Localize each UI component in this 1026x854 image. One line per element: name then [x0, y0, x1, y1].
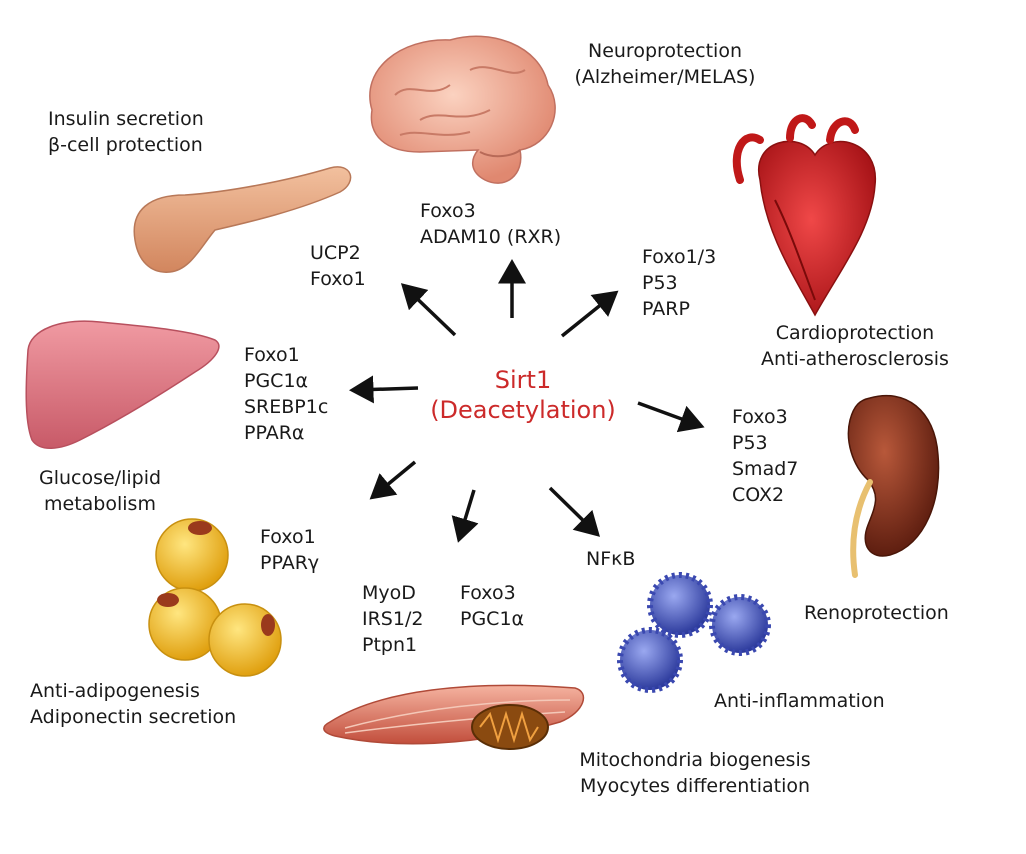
targets-brain: Foxo3 ADAM10 (RXR)	[420, 198, 561, 250]
outcome-line: Mitochondria biogenesis	[579, 749, 811, 771]
target-line: Smad7	[732, 458, 799, 480]
arrows	[349, 259, 705, 543]
target-line: PPARα	[244, 422, 305, 444]
outcome-line: Insulin secretion	[48, 108, 204, 130]
liver-icon	[25, 320, 220, 449]
arrow-to-kidney	[637, 401, 705, 433]
label-mito: Mitochondria biogenesis Myocytes differe…	[555, 747, 835, 799]
target-line: MyoD	[362, 582, 416, 604]
label-adipo: Anti-adipogenesis Adiponectin secretion	[30, 678, 236, 730]
fat-cell-icon	[148, 518, 282, 677]
center-subtitle: (Deacetylation)	[430, 396, 616, 424]
arrow-to-liver	[349, 375, 419, 404]
target-line: P53	[732, 432, 768, 454]
outcome-line: Anti-inflammation	[714, 690, 885, 712]
targets-heart: Foxo1/3 P53 PARP	[642, 244, 716, 322]
mitochondrion-icon	[471, 704, 549, 750]
label-reno: Renoprotection	[804, 600, 949, 626]
outcome-line: (Alzheimer/MELAS)	[574, 66, 756, 88]
target-line: P53	[642, 272, 678, 294]
target-line: UCP2	[310, 242, 361, 264]
target-line: Foxo3	[420, 200, 476, 222]
outcome-line: Anti-adipogenesis	[30, 680, 200, 702]
targets-muscle: MyoD IRS1/2 Ptpn1	[362, 580, 423, 658]
target-line: COX2	[732, 484, 785, 506]
center-title: Sirt1	[494, 366, 552, 394]
heart-icon	[732, 114, 876, 317]
label-neuroprotection: Neuroprotection (Alzheimer/MELAS)	[560, 38, 770, 90]
outcome-line: Adiponectin secretion	[30, 706, 237, 728]
arrow-to-heart	[560, 290, 619, 338]
outcome-line: Glucose/lipid	[38, 467, 162, 489]
target-line: PGC1α	[460, 608, 525, 630]
center-label: Sirt1 (Deacetylation)	[418, 365, 628, 425]
label-glucose: Glucose/lipid metabolism	[20, 465, 180, 517]
label-inflammation: Anti-inflammation	[714, 688, 885, 714]
target-line: PARP	[642, 298, 690, 320]
target-line: ADAM10 (RXR)	[420, 226, 562, 248]
targets-mito: Foxo3 PGC1α	[460, 580, 524, 632]
outcome-line: Cardioprotection	[775, 322, 935, 344]
label-insulin: Insulin secretion β-cell protection	[48, 106, 204, 158]
target-line: NFκB	[586, 548, 636, 570]
target-line: Foxo1/3	[642, 246, 717, 268]
target-line: Foxo1	[310, 268, 366, 290]
arrow-to-immune	[548, 486, 601, 537]
outcome-line: Renoprotection	[804, 602, 949, 624]
targets-immune: NFκB	[586, 546, 635, 572]
arrow-to-muscle	[451, 489, 479, 543]
target-line: Foxo1	[260, 526, 316, 548]
target-line: PGC1α	[244, 370, 309, 392]
targets-pancreas: UCP2 Foxo1	[310, 240, 366, 292]
target-line: SREBP1c	[244, 396, 329, 418]
target-line: Foxo3	[460, 582, 516, 604]
kidney-icon	[847, 394, 940, 578]
label-cardio: Cardioprotection Anti-atherosclerosis	[740, 320, 970, 372]
immune-cell-icon	[617, 572, 771, 693]
target-line: PPARγ	[260, 552, 320, 574]
brain-icon	[369, 35, 556, 184]
outcome-line: Neuroprotection	[587, 40, 743, 62]
targets-kidney: Foxo3 P53 Smad7 COX2	[732, 404, 798, 508]
arrow-to-pancreas	[400, 283, 457, 337]
arrow-to-fat	[369, 460, 417, 500]
targets-liver: Foxo1 PGC1α SREBP1c PPARα	[244, 342, 328, 446]
outcome-line: Anti-atherosclerosis	[761, 348, 949, 370]
outcome-line: metabolism	[44, 493, 156, 515]
outcome-line: Myocytes differentiation	[579, 775, 811, 797]
outcome-line: β-cell protection	[48, 134, 203, 156]
pancreas-icon	[133, 166, 352, 273]
targets-fat: Foxo1 PPARγ	[260, 524, 319, 576]
target-line: Ptpn1	[362, 634, 418, 656]
target-line: Foxo1	[244, 344, 300, 366]
target-line: IRS1/2	[362, 608, 424, 630]
target-line: Foxo3	[732, 406, 788, 428]
